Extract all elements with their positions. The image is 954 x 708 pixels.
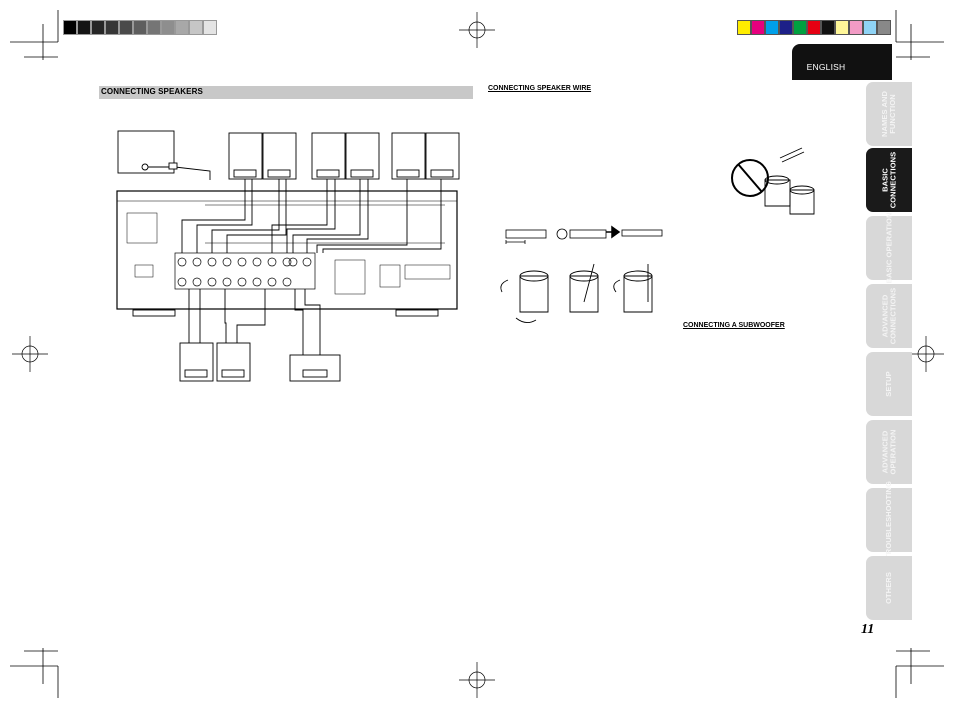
side-tab-label: BASIC CONNECTIONS — [880, 151, 897, 209]
registration-crosshair-icon — [12, 336, 48, 372]
side-tab[interactable]: BASIC CONNECTIONS — [866, 148, 912, 212]
surround-back-speaker-pair — [391, 132, 460, 180]
right-arrow-icon — [606, 225, 621, 239]
registration-crosshair-icon — [459, 662, 495, 698]
side-tab[interactable]: NAMES AND FUNCTION — [866, 82, 912, 146]
side-tab[interactable]: ADVANCED OPERATION — [866, 420, 912, 484]
side-tab-label: BASIC OPERATION — [884, 212, 894, 284]
page-number: 11 — [861, 622, 875, 637]
color-swatch — [807, 20, 821, 35]
color-swatch — [821, 20, 835, 35]
side-tab[interactable]: SETUP — [866, 352, 912, 416]
color-swatch — [751, 20, 765, 35]
surround-left-speaker — [179, 342, 214, 382]
side-tab[interactable]: ADVANCED CONNECTIONS — [866, 284, 912, 348]
color-swatch — [793, 20, 807, 35]
color-swatch — [849, 20, 863, 35]
side-tab-label: ADVANCED CONNECTIONS — [880, 287, 897, 345]
subwoofer-heading: CONNECTING A SUBWOOFER — [683, 322, 785, 329]
color-swatch — [877, 20, 891, 35]
side-tab-label: NAMES AND FUNCTION — [880, 90, 898, 138]
gray-swatch — [91, 20, 105, 35]
front-speaker-pair — [228, 132, 297, 180]
section-title: CONNECTING SPEAKERS — [101, 87, 203, 96]
binding-post-terminals-illustration — [500, 263, 653, 323]
color-swatch — [779, 20, 793, 35]
color-swatch — [765, 20, 779, 35]
center-surround-speaker-pair — [311, 132, 380, 180]
registration-crosshair-icon — [908, 336, 944, 372]
side-tab[interactable]: BASIC OPERATION — [866, 213, 912, 283]
gray-swatch — [161, 20, 175, 35]
wire-stripping-illustration — [505, 228, 663, 244]
color-swatch — [835, 20, 849, 35]
color-swatch — [737, 20, 751, 35]
gray-swatch — [105, 20, 119, 35]
side-tab-label: SETUP — [883, 371, 893, 397]
color-swatch — [863, 20, 877, 35]
side-tab-label: OTHERS — [883, 572, 893, 604]
gray-swatch — [203, 20, 217, 35]
receiver-rear-panel — [116, 190, 458, 310]
language-label: ENGLISH — [806, 62, 846, 72]
surround-right-speaker — [216, 342, 251, 382]
gray-swatch — [175, 20, 189, 35]
gray-swatch — [133, 20, 147, 35]
gray-swatch — [147, 20, 161, 35]
section-heading-bar — [99, 86, 473, 99]
gray-swatch — [119, 20, 133, 35]
side-tab-label: ADVANCED OPERATION — [880, 429, 897, 475]
side-tab[interactable]: TROUBLESHOOTING — [866, 481, 912, 559]
speaker-connection-diagram — [116, 130, 460, 382]
language-tab — [792, 44, 892, 80]
gray-swatch — [63, 20, 77, 35]
registration-crosshair-icon — [459, 12, 495, 48]
speaker-wire-heading: CONNECTING SPEAKER WIRE — [488, 85, 592, 92]
gray-swatch — [189, 20, 203, 35]
subwoofer-box — [117, 130, 175, 174]
gray-swatch — [77, 20, 91, 35]
prohibited-circle-icon — [731, 147, 815, 215]
side-tab[interactable]: OTHERS — [866, 556, 912, 620]
center-speaker — [289, 354, 341, 382]
side-tab-label: TROUBLESHOOTING — [884, 481, 893, 559]
